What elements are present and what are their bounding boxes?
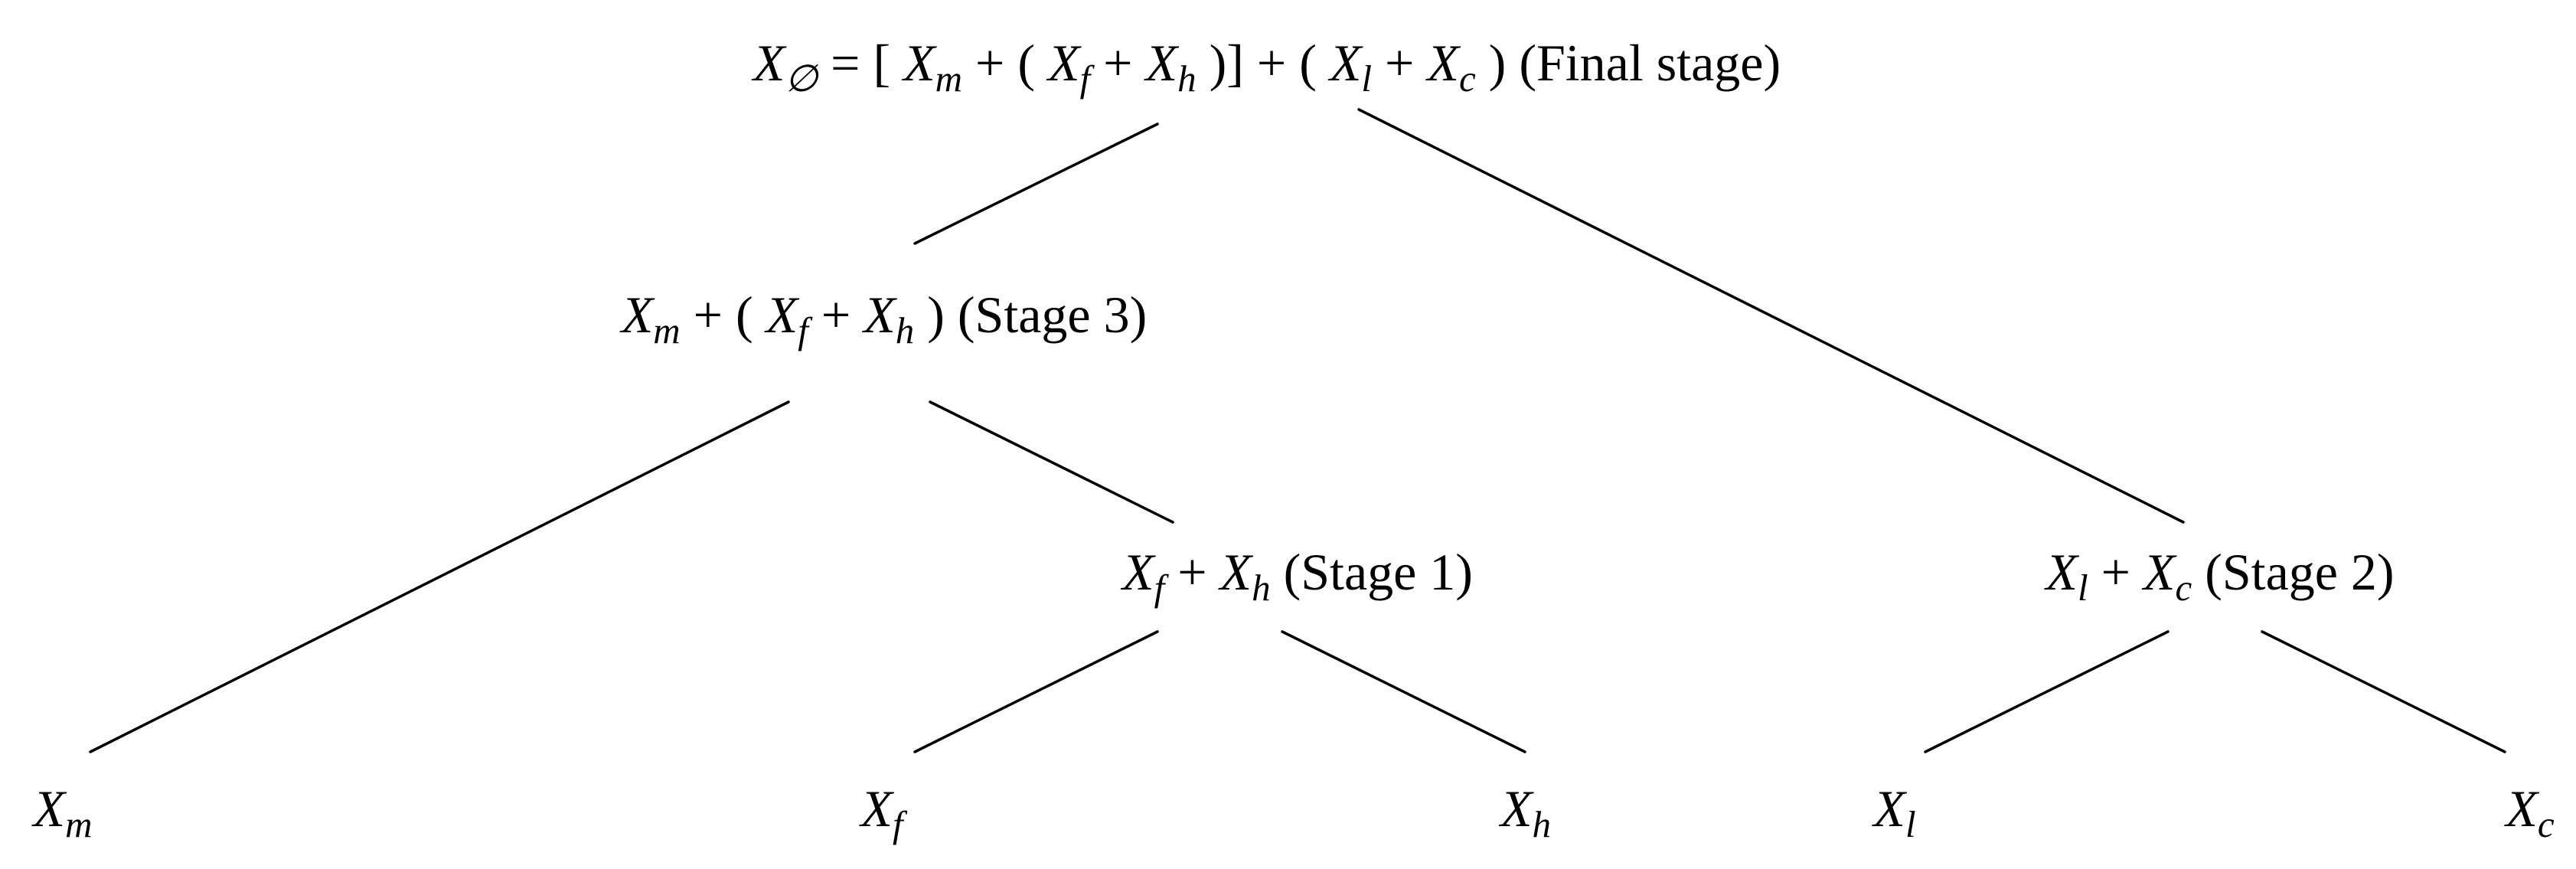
term-subscript: f xyxy=(1154,566,1165,609)
term-variable: X xyxy=(766,286,798,345)
term-subscript: l xyxy=(1361,57,1373,100)
math-term: Xf xyxy=(1048,34,1090,97)
edge-stage2-to-leaf-l xyxy=(1924,630,2170,753)
term-subscript: h xyxy=(1177,57,1197,100)
math-term: Xc xyxy=(2143,543,2192,606)
term-variable: X xyxy=(1427,34,1459,93)
leaf-node-c: Xc xyxy=(2506,779,2555,845)
math-term: Xl xyxy=(2045,543,2088,606)
root-node-final-stage: X∅ = [ Xm + ( Xf + Xh )] + ( Xl + Xc ) (… xyxy=(753,37,1781,98)
term-subscript: c xyxy=(2175,566,2192,609)
math-symbol: [ xyxy=(873,34,891,93)
math-term: Xh xyxy=(864,286,914,349)
term-subscript: f xyxy=(1079,57,1091,100)
stage1-node: Xf + Xh (Stage 1) xyxy=(1122,546,1473,607)
stage3-expression: Xm + ( Xf + Xh ) xyxy=(621,286,945,349)
stage3-node: Xm + ( Xf + Xh ) (Stage 3) xyxy=(622,289,1148,350)
math-symbol: ( xyxy=(736,286,753,345)
root-expression: [ Xm + ( Xf + Xh )] + ( Xl + Xc ) xyxy=(873,34,1507,97)
term-subscript: m xyxy=(935,57,962,100)
root-stage-label: (Final stage) xyxy=(1519,34,1781,93)
term-variable: X xyxy=(1329,34,1362,93)
math-symbol: + xyxy=(693,286,723,345)
math-term: Xc xyxy=(1427,34,1475,97)
stage3-label: (Stage 3) xyxy=(957,286,1148,345)
math-symbol: + xyxy=(975,34,1005,93)
math-symbol: ) xyxy=(927,286,945,345)
stage1-expression: Xf + Xh xyxy=(1122,543,1271,606)
term-variable: X xyxy=(864,286,896,345)
stage2-expression: Xl + Xc xyxy=(2045,543,2192,606)
math-symbol: )] xyxy=(1209,34,1244,93)
root-lhs-term: X∅ xyxy=(753,34,818,100)
math-symbol: + xyxy=(2101,543,2130,602)
edge-root-to-stage3 xyxy=(913,123,1159,245)
math-term: Xm xyxy=(903,34,962,97)
stage2-label: (Stage 2) xyxy=(2205,543,2395,602)
term-variable: X xyxy=(2143,543,2176,602)
term-variable: X xyxy=(1122,543,1154,602)
term-subscript: h xyxy=(1252,566,1271,609)
edge-stage3-to-stage1 xyxy=(929,400,1174,524)
term-variable: X xyxy=(2045,543,2078,602)
math-term: Xf xyxy=(1122,543,1164,606)
math-term: Xh xyxy=(1145,34,1197,97)
math-symbol: ( xyxy=(1299,34,1317,93)
math-term: Xm xyxy=(621,286,681,349)
term-variable: X xyxy=(1048,34,1080,93)
leaf-node-l: Xl xyxy=(1873,779,1916,845)
math-symbol: + xyxy=(1103,34,1133,93)
term-variable: X xyxy=(621,286,654,345)
math-symbol: + xyxy=(1256,34,1287,93)
math-term: Xf xyxy=(766,286,808,349)
edge-stage2-to-leaf-c xyxy=(2261,630,2506,753)
edge-stage1-to-leaf-h xyxy=(1281,630,1526,753)
math-symbol: + xyxy=(1177,543,1207,602)
leaf-node-h: Xh xyxy=(1500,779,1552,845)
math-symbol: + xyxy=(1385,34,1415,93)
leaf-node-f: Xf xyxy=(860,779,903,845)
edge-stage1-to-leaf-f xyxy=(913,630,1159,753)
term-variable: X xyxy=(903,34,935,93)
math-term: Xl xyxy=(1329,34,1372,97)
math-symbol: ) xyxy=(1488,34,1507,93)
edge-stage3-to-leaf-m xyxy=(89,400,790,753)
term-subscript: l xyxy=(2077,566,2088,609)
term-variable: X xyxy=(1145,34,1178,93)
term-subscript: h xyxy=(895,309,915,351)
stage2-node: Xl + Xc (Stage 2) xyxy=(2045,546,2394,607)
term-variable: X xyxy=(1219,543,1252,602)
term-subscript: m xyxy=(653,309,681,351)
stage1-label: (Stage 1) xyxy=(1283,543,1473,602)
math-symbol: ( xyxy=(1017,34,1036,93)
math-term: Xh xyxy=(1219,543,1271,606)
math-symbol: + xyxy=(821,286,851,345)
term-subscript: c xyxy=(1458,57,1476,100)
term-subscript: f xyxy=(798,309,808,351)
equals-sign: = xyxy=(831,34,860,93)
leaf-node-m: Xm xyxy=(33,779,93,845)
edge-root-to-stage2 xyxy=(1357,108,2185,524)
